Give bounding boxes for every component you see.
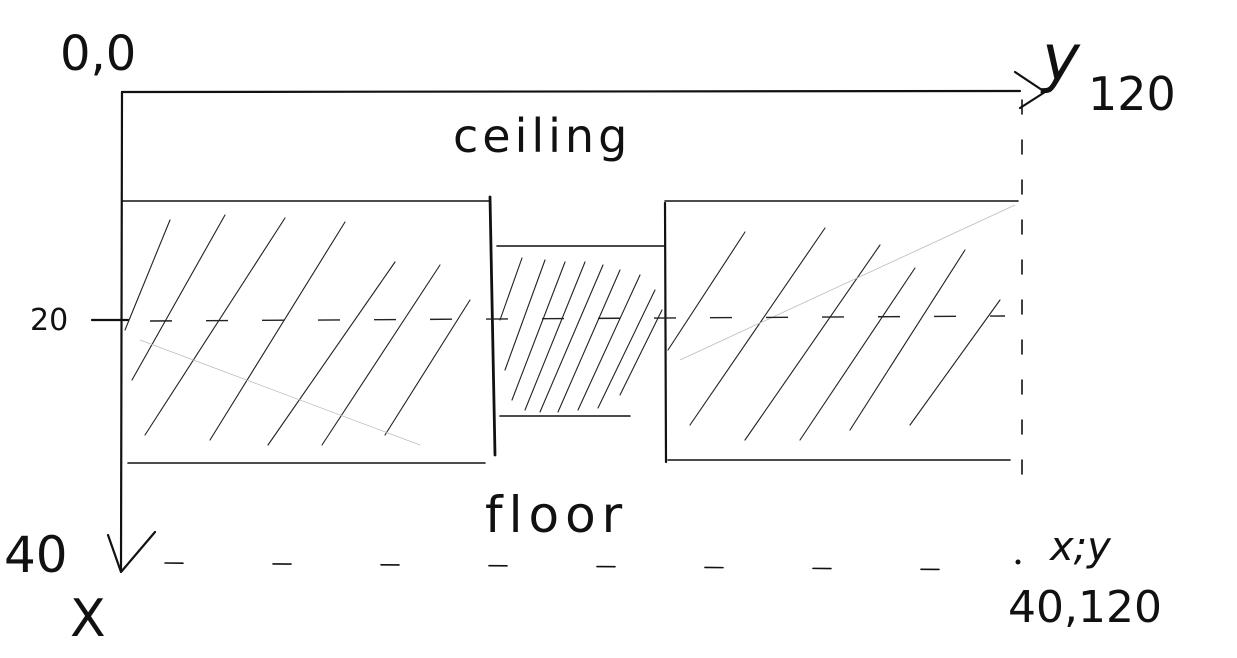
corner-coord-header: x;y (1048, 524, 1112, 570)
x-axis (106, 90, 157, 574)
left-block (121, 195, 497, 464)
right-block-hatching (667, 204, 1016, 441)
x-axis-label: X (70, 589, 106, 649)
y-axis-label: y (1040, 22, 1081, 96)
middle-block (496, 245, 666, 417)
x-max-label: 40 (4, 526, 68, 584)
left-block-hatching (124, 214, 471, 446)
origin-label: 0,0 (60, 26, 136, 82)
right-block (663, 200, 1019, 464)
y-max-label: 120 (1088, 67, 1176, 121)
middle-block-hatching (499, 257, 663, 413)
y-axis-arrowhead (1013, 70, 1047, 110)
midline-dashed (149, 315, 1006, 322)
ceiling-label: ceiling (453, 109, 631, 163)
y-axis (120, 70, 1047, 110)
mid-tick-label: 20 (30, 303, 68, 338)
corner-point-dot (1015, 559, 1021, 565)
bottom-boundary-dashed (164, 562, 1011, 571)
corner-coord-value: 40,120 (1008, 582, 1162, 633)
x-axis-arrowhead (106, 530, 157, 574)
floor-label: floor (485, 486, 628, 544)
